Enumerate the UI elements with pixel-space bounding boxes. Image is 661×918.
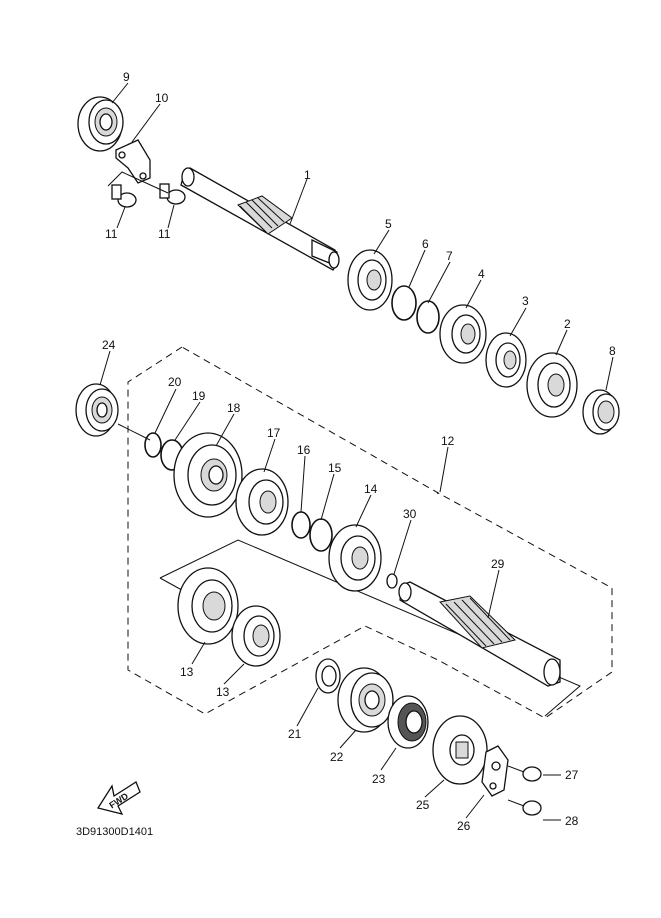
fwd-arrow-icon: FWD xyxy=(96,781,141,815)
callout-18: 17 xyxy=(267,426,281,440)
bolt-28-lower xyxy=(507,799,542,816)
callout-10: 10 xyxy=(155,91,169,105)
bearing-25 xyxy=(75,383,119,437)
assembly-12-outline xyxy=(127,346,613,719)
callout-4: 4 xyxy=(478,267,485,281)
gear-5 xyxy=(347,249,393,311)
oil-seal-24 xyxy=(387,695,429,749)
gear-14 xyxy=(177,567,239,645)
callouts: 9 10 11 11 1 5 6 7 4 3 2 8 24 20 19 18 1… xyxy=(102,70,616,833)
callout-26: 25 xyxy=(416,798,430,812)
collar-30 xyxy=(386,573,398,589)
bearing-8 xyxy=(582,389,620,435)
retainer-plate-10 xyxy=(115,139,151,184)
callout-22: 21 xyxy=(288,727,302,741)
callout-27: 26 xyxy=(457,819,471,833)
gear-4 xyxy=(439,304,487,364)
callout-16: 15 xyxy=(328,461,342,475)
callout-17: 16 xyxy=(297,443,311,457)
leader-lines xyxy=(99,82,614,821)
callout-24: 23 xyxy=(372,772,386,786)
main-axle-1 xyxy=(180,167,340,271)
gear-18 xyxy=(235,468,289,536)
callout-21: 20 xyxy=(168,375,182,389)
callout-6: 6 xyxy=(422,237,429,251)
callout-28-lower: 28 xyxy=(565,814,579,828)
callout-13: 13 xyxy=(216,685,230,699)
circlip-7 xyxy=(416,300,440,334)
gear-13 xyxy=(231,605,281,667)
callout-12: 12 xyxy=(441,434,455,448)
callout-8: 8 xyxy=(609,344,616,358)
gear-15 xyxy=(328,524,382,592)
callout-20: 19 xyxy=(192,389,206,403)
circlip-17 xyxy=(291,511,311,539)
callout-19: 18 xyxy=(227,401,241,415)
bearing-23 xyxy=(337,667,394,733)
gear-19 xyxy=(173,432,243,518)
callout-1: 1 xyxy=(304,168,311,182)
callout-25: 24 xyxy=(102,338,116,352)
circlip-21 xyxy=(144,432,162,458)
lock-plate-27 xyxy=(481,745,509,797)
callout-28-upper: 27 xyxy=(565,768,579,782)
callout-14: 13 xyxy=(180,665,194,679)
callout-30: 30 xyxy=(403,507,417,521)
callout-15: 14 xyxy=(364,482,378,496)
drive-axle-29 xyxy=(398,581,561,687)
callout-11-right: 11 xyxy=(158,227,171,241)
gear-2 xyxy=(526,352,578,418)
callout-29: 29 xyxy=(491,557,505,571)
bearing-9 xyxy=(77,96,124,152)
callout-11-left: 11 xyxy=(105,227,118,241)
drawing-code: 3D91300D1401 xyxy=(76,826,153,838)
callout-3: 3 xyxy=(522,294,529,308)
washer-6 xyxy=(391,285,417,321)
callout-23: 22 xyxy=(330,750,344,764)
washer-22 xyxy=(315,658,341,694)
callout-5: 5 xyxy=(385,217,392,231)
callout-9: 9 xyxy=(123,70,130,84)
gear-3 xyxy=(485,332,527,388)
screw-11-right xyxy=(159,183,186,205)
callout-2: 2 xyxy=(564,317,571,331)
callout-7: 7 xyxy=(446,249,453,263)
screw-11-left xyxy=(111,184,137,208)
sprocket-26 xyxy=(432,715,488,785)
washer-16 xyxy=(309,518,333,552)
bolt-28-upper xyxy=(507,765,542,782)
